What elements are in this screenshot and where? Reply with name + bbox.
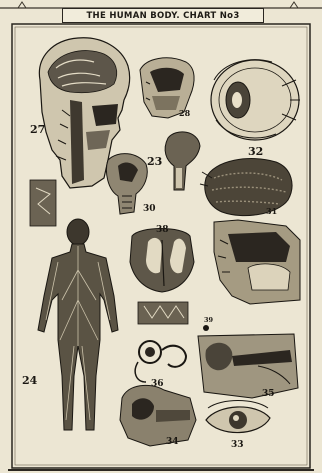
chart-title: THE HUMAN BODY. CHART No3 bbox=[86, 11, 239, 21]
fig-33-number: 33 bbox=[231, 440, 244, 450]
fig-32-number: 32 bbox=[248, 145, 263, 158]
fig-35-ear-section bbox=[198, 334, 298, 398]
chart-title-box: THE HUMAN BODY. CHART No3 bbox=[62, 8, 264, 23]
fig-38-number: 38 bbox=[156, 225, 169, 235]
fig-29-mouth-section bbox=[214, 220, 300, 304]
fig-31-number: 31 bbox=[266, 206, 277, 216]
fig-24-number: 24 bbox=[22, 374, 38, 387]
fig-small-left bbox=[30, 180, 56, 226]
fig-30-number: 30 bbox=[143, 204, 156, 214]
fig-32-eye-section bbox=[211, 60, 300, 140]
fig-31-tongue bbox=[200, 159, 292, 216]
fig-36-inner-ear bbox=[135, 341, 186, 382]
left-hook bbox=[18, 2, 26, 8]
fig-small-strip bbox=[138, 302, 188, 324]
fig-23-number: 23 bbox=[147, 155, 162, 168]
fig-24-nervous-system-figure bbox=[38, 219, 118, 430]
fig-30-larynx bbox=[106, 154, 147, 214]
fig-33-eye-lids bbox=[206, 401, 270, 433]
fig-27-number: 27 bbox=[30, 123, 45, 136]
fig-34-ear-canal bbox=[120, 385, 196, 446]
small-marker bbox=[203, 325, 209, 331]
fig-28-number: 28 bbox=[179, 108, 191, 118]
fig-35-number: 35 bbox=[262, 389, 275, 399]
fig-34-number: 34 bbox=[166, 437, 179, 447]
fig-23-epiglottis bbox=[165, 132, 200, 190]
fig-38-nasal-bones bbox=[130, 229, 194, 293]
right-hook bbox=[290, 2, 298, 8]
fig-36-marker-label: 39 bbox=[204, 316, 214, 324]
